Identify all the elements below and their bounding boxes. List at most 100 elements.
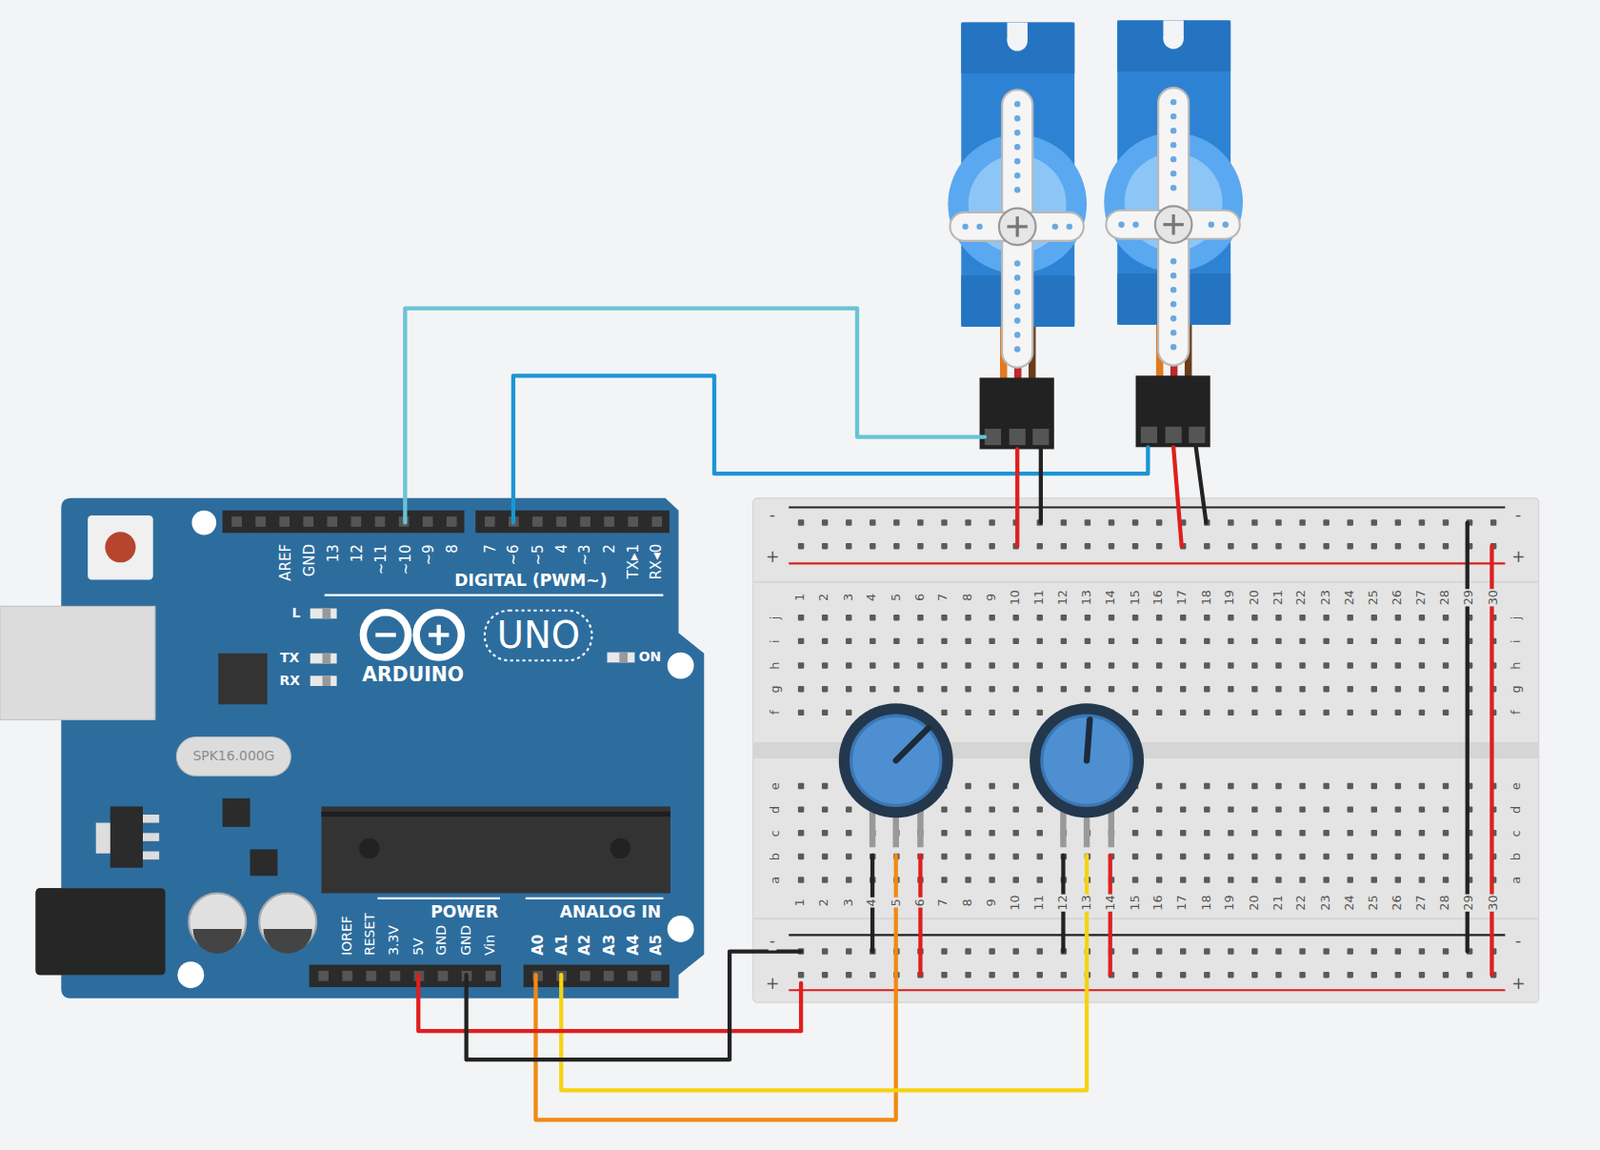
breadboard-hole <box>845 876 852 882</box>
servo-motor-part <box>1140 426 1158 443</box>
column-number: 6 <box>913 897 928 907</box>
breadboard-hole <box>821 782 828 789</box>
breadboard-hole <box>798 614 804 620</box>
rail-sign: + <box>1510 974 1527 994</box>
breadboard-hole <box>798 829 804 836</box>
breadboard-hole <box>1203 638 1210 644</box>
breadboard <box>753 498 1540 1002</box>
header-pin <box>532 516 543 527</box>
header-title: POWER <box>430 902 499 922</box>
breadboard-hole <box>1371 805 1378 812</box>
breadboard-hole <box>917 542 923 549</box>
breadboard-hole <box>798 709 804 716</box>
breadboard-hole <box>845 685 852 692</box>
breadboard-hole <box>1299 661 1305 668</box>
breadboard-hole <box>1371 661 1378 668</box>
servo-motor-part-part <box>1014 288 1020 295</box>
arduino-board-part <box>667 915 695 942</box>
breadboard-hole <box>1442 853 1449 860</box>
breadboard-hole <box>1060 971 1067 978</box>
breadboard-hole <box>1322 947 1329 954</box>
row-letter: g <box>768 683 783 694</box>
breadboard-hole <box>1108 661 1115 668</box>
servo-motor-part-part <box>961 223 968 230</box>
breadboard-hole <box>1299 805 1305 812</box>
breadboard-hole <box>1419 614 1425 620</box>
header-pins <box>231 516 662 981</box>
header-pin <box>603 970 615 981</box>
arduino-board-part <box>525 897 664 900</box>
column-number: 17 <box>1176 893 1191 912</box>
breadboard-hole <box>1275 853 1281 860</box>
breadboard-hole <box>1371 614 1378 620</box>
breadboard-hole <box>798 638 804 644</box>
breadboard-hole <box>940 638 947 644</box>
breadboard-hole <box>1299 685 1305 692</box>
wires-part <box>466 951 801 1060</box>
led-label: L <box>291 605 300 621</box>
servo-motor-part-part <box>1170 99 1177 105</box>
breadboard-hole <box>1132 709 1139 716</box>
breadboard-hole <box>988 853 995 860</box>
breadboard-hole <box>1419 805 1425 812</box>
servo-motor-part-part <box>1014 331 1020 338</box>
breadboard-hole <box>1180 805 1186 812</box>
breadboard-hole <box>1322 542 1329 549</box>
breadboard-hole <box>988 947 995 954</box>
header-pin <box>580 516 591 527</box>
breadboard-hole <box>869 661 876 668</box>
breadboard-hole <box>1060 661 1067 668</box>
column-number: 23 <box>1319 587 1334 606</box>
breadboard-hole <box>1060 638 1067 644</box>
breadboard-hole <box>1347 638 1354 644</box>
breadboard-hole <box>1156 614 1162 620</box>
breadboard-hole <box>1347 685 1354 692</box>
breadboard-hole <box>1466 971 1473 978</box>
breadboard-hole <box>1442 947 1449 954</box>
led-label: RX <box>280 673 300 689</box>
breadboard-hole <box>1203 971 1210 978</box>
breadboard-hole <box>1251 971 1258 978</box>
breadboard-hole <box>1322 971 1329 978</box>
breadboard-hole <box>798 542 804 549</box>
breadboard-hole <box>1108 519 1115 525</box>
breadboard-hole <box>1322 829 1329 836</box>
breadboard-hole <box>1322 638 1329 644</box>
breadboard-hole <box>1275 782 1281 789</box>
wires-part <box>560 855 1087 1090</box>
breadboard-hole <box>1084 542 1091 549</box>
column-number: 16 <box>1152 587 1167 606</box>
breadboard-hole <box>988 638 995 644</box>
breadboard-hole <box>964 542 971 549</box>
column-number: 19 <box>1223 893 1239 912</box>
column-number: 25 <box>1366 893 1381 912</box>
breadboard-hole <box>1322 782 1329 789</box>
breadboard-hole <box>1419 709 1425 716</box>
breadboard-hole <box>1395 638 1401 644</box>
servo-motor-part <box>1117 20 1231 72</box>
row-letter: f <box>768 708 783 716</box>
row-letter: h <box>1510 660 1525 671</box>
breadboard-hole <box>1347 971 1354 978</box>
pin-label: ~6 <box>504 543 521 565</box>
breadboard-hole <box>1275 876 1281 882</box>
breadboard-hole <box>1490 519 1497 525</box>
breadboard-hole <box>1419 782 1425 789</box>
wires-part <box>1039 448 1043 522</box>
breadboard-hole <box>1299 971 1305 978</box>
breadboard-hole <box>1419 519 1425 525</box>
rail-sign: - <box>1514 931 1522 951</box>
breadboard-hole <box>821 876 828 882</box>
arduino-board-part <box>607 652 636 663</box>
servo-motor-part <box>1105 210 1240 240</box>
breadboard-hole <box>1013 805 1020 812</box>
pin-label: A5 <box>647 934 664 956</box>
breadboard-hole <box>1442 519 1449 525</box>
breadboard-hole <box>988 805 995 812</box>
breadboard-hole <box>1419 829 1425 836</box>
column-number: 25 <box>1366 587 1381 606</box>
servo-motor <box>1103 20 1243 447</box>
breadboard-hole <box>1227 519 1234 525</box>
breadboard-hole <box>1013 685 1020 692</box>
arduino-board-part <box>250 848 279 876</box>
